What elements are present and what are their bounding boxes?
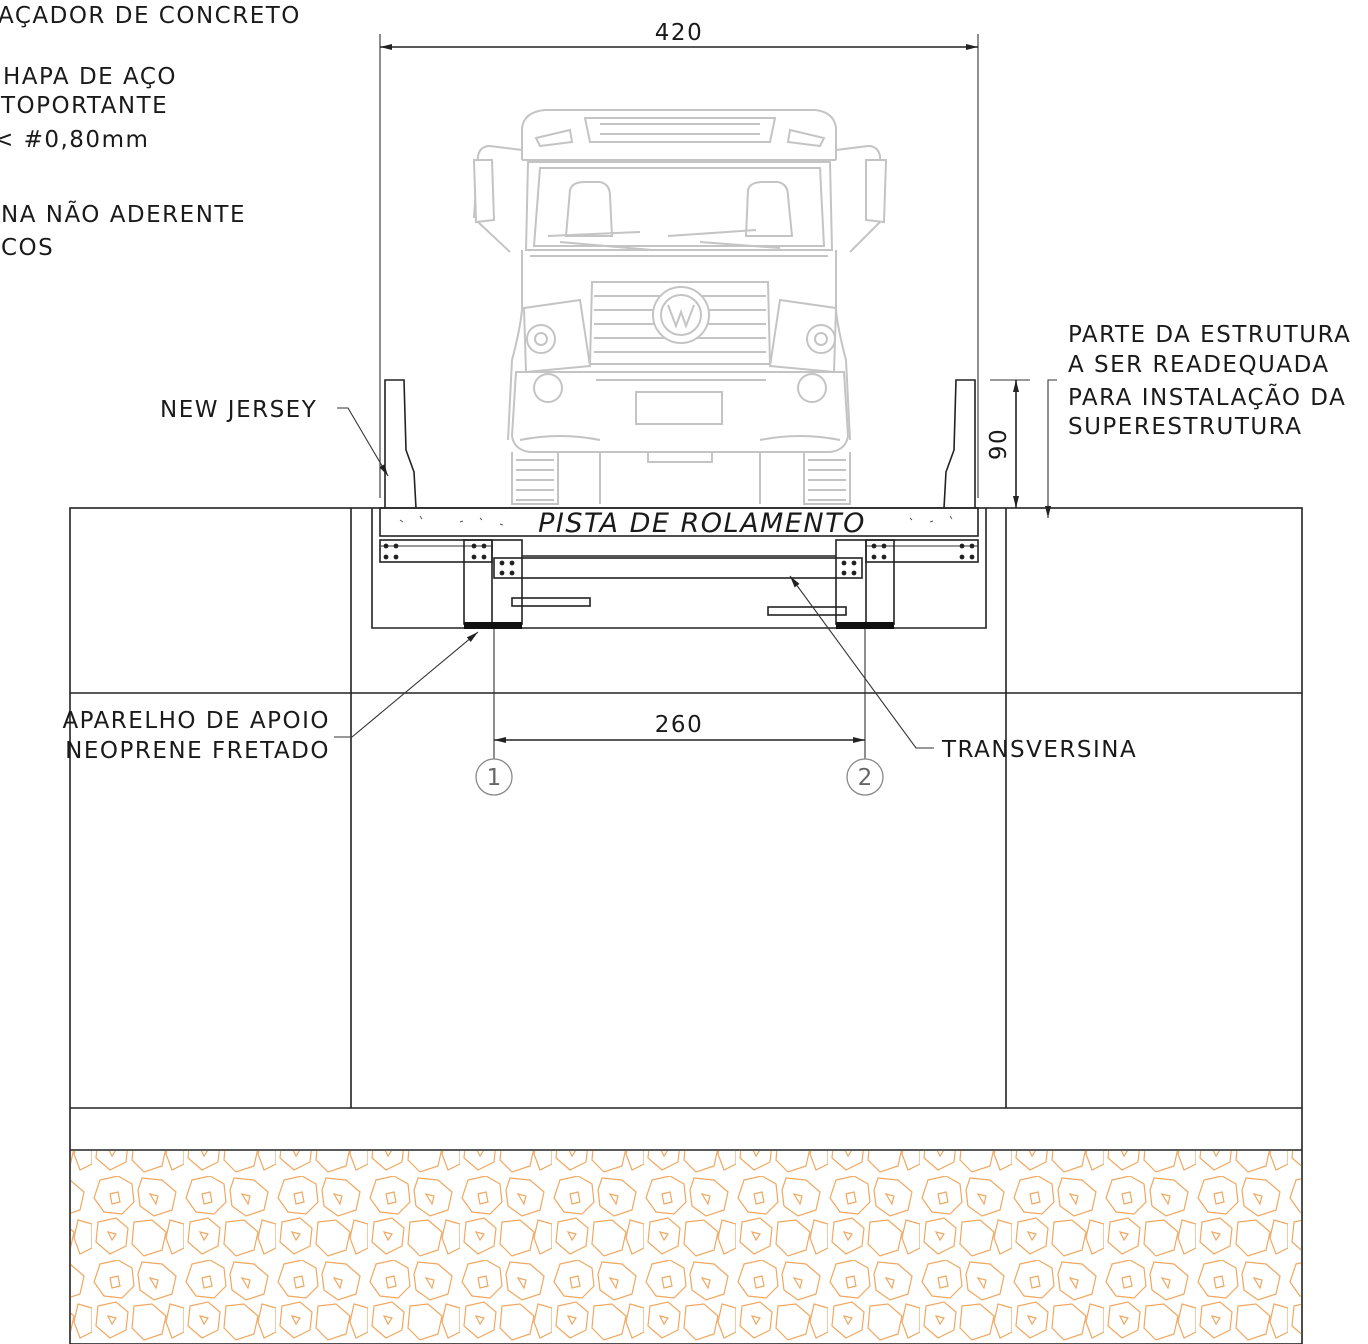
- note-line-2: HAPA DE AÇO: [3, 64, 177, 90]
- note-line-6: COS: [1, 235, 54, 261]
- new-jersey-barrier-right: [943, 379, 976, 509]
- note-line-1: AÇADOR DE CONCRETO: [0, 3, 301, 29]
- aparelho-apoio-leader: [334, 631, 479, 738]
- pista-de-rolamento-label: PISTA DE ROLAMENTO: [538, 508, 866, 539]
- aparelho-apoio-line-1: APARELHO DE APOIO: [62, 708, 330, 734]
- parte-estrutura-line-2: A SER READEQUADA: [1068, 352, 1330, 378]
- soil-hatch: [71, 1151, 1301, 1344]
- parte-estrutura-line-3: PARA INSTALAÇÃO DA: [1068, 383, 1346, 411]
- transversina-label: TRANSVERSINA: [941, 737, 1137, 763]
- aparelho-apoio-line-2: NEOPRENE FRETADO: [65, 738, 330, 764]
- support-axes: 260 1 2: [475, 629, 884, 796]
- dimension-260-label: 260: [655, 712, 703, 738]
- axis-1-label: 1: [487, 765, 502, 791]
- dimension-width: 420: [379, 20, 979, 498]
- new-jersey-barrier-left: [384, 379, 417, 509]
- existing-structure: [69, 507, 1303, 1344]
- transversina-leader: [789, 575, 934, 749]
- deck-slab: PISTA DE ROLAMENTO: [379, 507, 979, 539]
- note-line-5: NA NÃO ADERENTE: [1, 200, 246, 228]
- dimension-90-label: 90: [986, 428, 1012, 460]
- new-jersey-label: NEW JERSEY: [160, 397, 317, 423]
- parte-estrutura-line-4: SUPERESTRUTURA: [1068, 414, 1302, 440]
- axis-2-label: 2: [858, 765, 873, 791]
- dimension-420-label: 420: [655, 20, 703, 46]
- new-jersey-leader: [337, 407, 389, 477]
- note-line-4: < #0,80mm: [0, 127, 149, 153]
- steel-superstructure: [379, 539, 979, 629]
- note-line-3: TOPORTANTE: [0, 93, 168, 119]
- parte-estrutura-leader: [1045, 379, 1057, 518]
- truck-front-view: [472, 109, 888, 505]
- parte-estrutura-line-1: PARTE DA ESTRUTURA: [1068, 322, 1351, 348]
